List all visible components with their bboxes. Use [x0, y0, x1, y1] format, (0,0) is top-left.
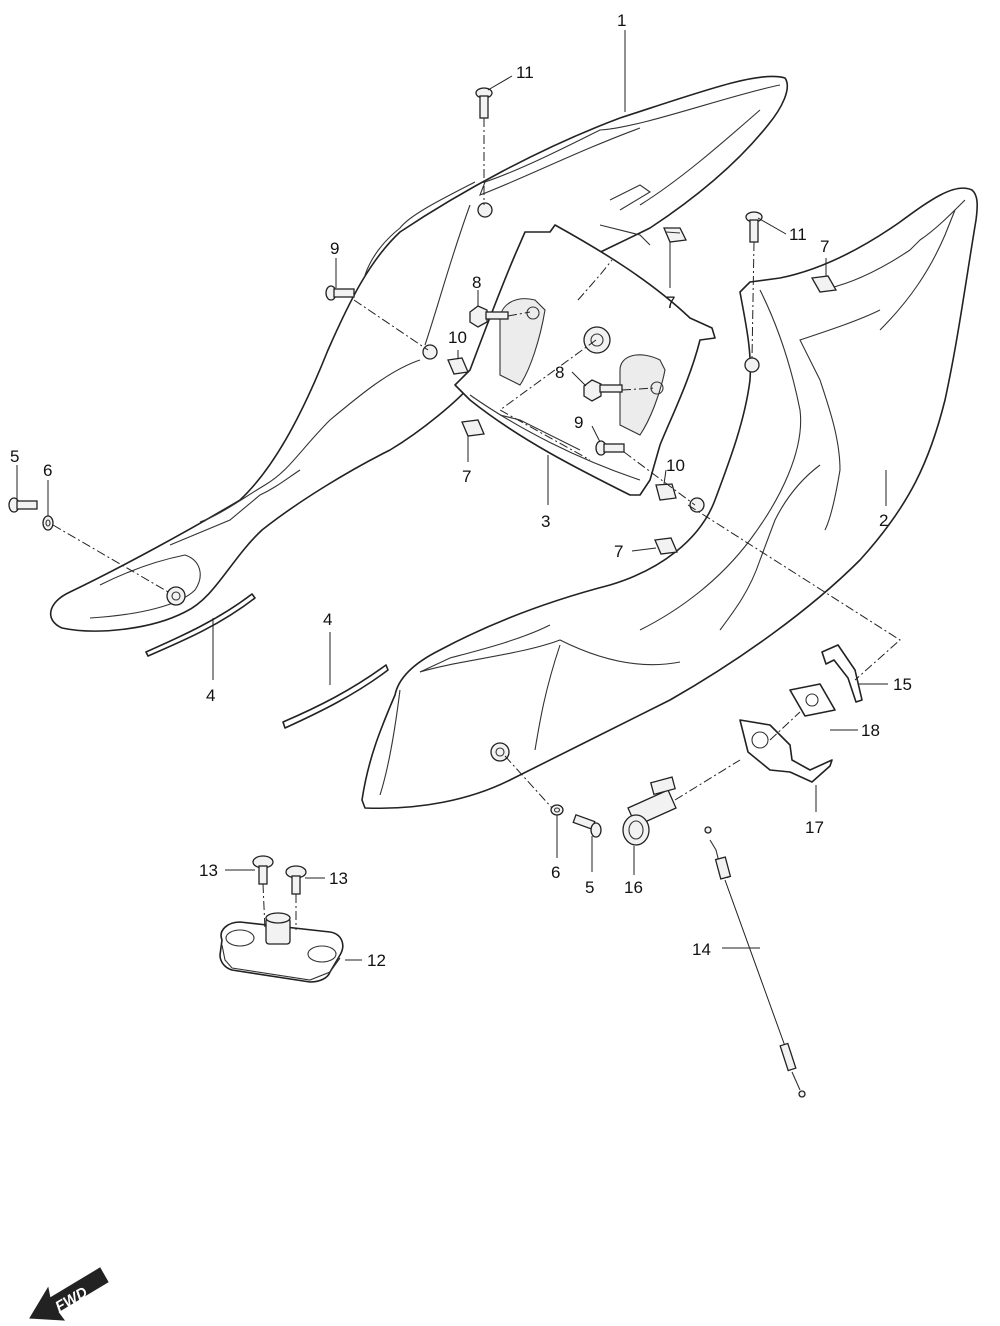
callout-13-left: 13 — [199, 861, 218, 880]
callout-1: 1 — [617, 11, 626, 30]
callout-8-lower: 8 — [555, 363, 564, 382]
callout-7-d: 7 — [614, 542, 623, 561]
right-side-cover — [361, 187, 978, 810]
callout-11-left: 11 — [516, 63, 534, 82]
forward-arrow-icon — [29, 1267, 109, 1321]
callout-5-right: 5 — [585, 878, 594, 897]
lock-plate — [789, 683, 836, 717]
callout-2: 2 — [879, 511, 888, 530]
callout-labels: 1 2 3 4 4 5 5 6 6 7 7 7 7 8 8 9 9 10 10 … — [10, 11, 912, 970]
callout-11-right: 11 — [789, 225, 807, 244]
callout-9-left: 9 — [330, 239, 339, 258]
seat-release-cable — [704, 826, 806, 1098]
callout-4-left: 4 — [206, 686, 215, 705]
screw-5-right — [572, 813, 602, 838]
callout-18: 18 — [861, 721, 880, 740]
seat-lock — [622, 776, 677, 846]
bolt-8-lower — [583, 379, 623, 402]
screw-11-right — [745, 211, 763, 243]
callout-16: 16 — [624, 878, 643, 897]
seal-strip-right — [282, 664, 389, 729]
callout-7-c: 7 — [462, 467, 471, 486]
clip-10-right — [655, 483, 677, 501]
callout-6-left: 6 — [43, 461, 52, 480]
callout-10-left: 10 — [448, 328, 467, 347]
clip-7-a — [663, 227, 687, 243]
clip-7-c — [461, 419, 485, 437]
screw-5-left — [8, 497, 38, 513]
forward-direction-marker: FWD — [29, 1267, 109, 1321]
screw-11-left — [475, 87, 493, 119]
clip-7-d — [654, 537, 678, 555]
washer-6-right — [550, 804, 564, 816]
callout-13-right: 13 — [329, 869, 348, 888]
callout-3: 3 — [541, 512, 550, 531]
leader-lines — [16, 30, 888, 961]
callout-9-center: 9 — [574, 413, 583, 432]
screw-13-right — [285, 865, 307, 895]
lock-bracket — [739, 719, 833, 783]
callout-7-a: 7 — [666, 293, 675, 312]
screw-13-left — [252, 855, 274, 885]
seal-strip-left — [145, 593, 256, 657]
callout-6-right: 6 — [551, 863, 560, 882]
callout-12: 12 — [367, 951, 386, 970]
washer-6-left — [42, 515, 54, 531]
callout-4-right: 4 — [323, 610, 332, 629]
callout-15: 15 — [893, 675, 912, 694]
screw-9-center — [595, 440, 625, 456]
screw-9-left — [325, 285, 355, 301]
center-rear-panel — [454, 224, 716, 496]
callout-10-right: 10 — [666, 456, 685, 475]
callout-17: 17 — [805, 818, 824, 837]
callout-8-upper: 8 — [472, 273, 481, 292]
clip-10-left — [447, 357, 469, 375]
clip-7-b — [810, 275, 838, 293]
rubber-stopper — [219, 912, 344, 983]
callout-14: 14 — [692, 940, 711, 959]
callout-7-b: 7 — [820, 237, 829, 256]
seat-latch-clip — [821, 644, 863, 703]
callout-5-left: 5 — [10, 447, 19, 466]
alignment-axes — [52, 118, 901, 931]
left-side-cover — [50, 75, 789, 632]
